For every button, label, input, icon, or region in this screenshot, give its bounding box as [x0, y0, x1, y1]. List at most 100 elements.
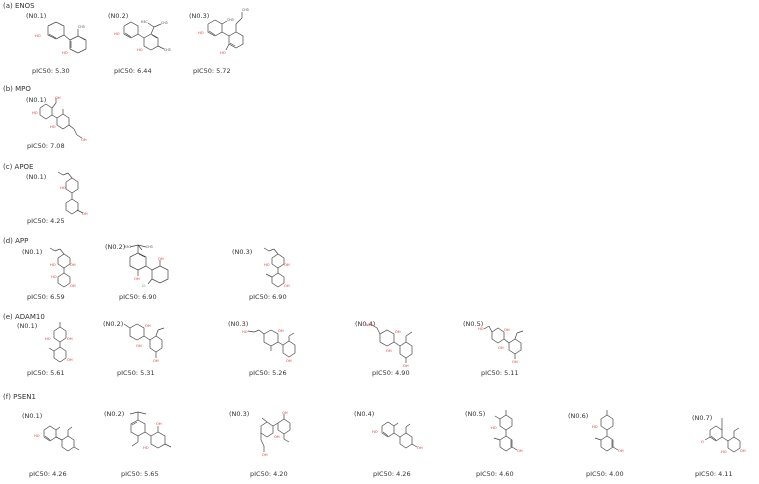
svg-text:OH: OH [282, 411, 288, 415]
pic50-value: pIC50: 7.08 [27, 142, 65, 150]
compound-id: (N0.6) [568, 412, 589, 420]
svg-text:HO: HO [198, 31, 204, 35]
svg-text:OH: OH [740, 449, 746, 453]
svg-text:HO: HO [34, 434, 40, 438]
compound-id: (N0.3) [228, 320, 249, 328]
molecule-structure: HO OH HO OH [49, 247, 76, 288]
section-label-app: (d) APP [3, 237, 29, 245]
svg-text:H3C: H3C [124, 245, 131, 249]
molecule-structure: HO HO CH3 CH3 [198, 8, 249, 55]
pic50-value: pIC50: 4.90 [372, 369, 410, 377]
molecule-structure: HO [34, 425, 80, 452]
pic50-value: pIC50: 6.59 [27, 293, 65, 301]
svg-text:OH: OH [134, 277, 140, 281]
svg-text:HO: HO [50, 263, 56, 267]
molecule-structure: HO OH OH [263, 247, 290, 288]
svg-text:HO: HO [264, 263, 270, 267]
pic50-value: pIC50: 5.30 [32, 67, 70, 75]
pic50-value: pIC50: 4.60 [476, 470, 514, 478]
svg-text:OH: OH [274, 435, 280, 439]
molecule-structure: HO OH OH [45, 322, 73, 363]
section-label-psen1: (f) PSEN1 [3, 393, 36, 401]
svg-text:HO: HO [721, 450, 727, 454]
svg-text:HO: HO [45, 337, 51, 341]
compound-id: (N0.2) [103, 320, 124, 328]
compound-id: (N0.1) [26, 173, 47, 181]
svg-text:HO: HO [242, 330, 248, 334]
svg-text:HO: HO [478, 327, 484, 331]
svg-text:HO: HO [220, 51, 226, 55]
svg-text:OH: OH [395, 330, 401, 334]
compound-id: (N0.1) [17, 322, 38, 330]
svg-text:OH: OH [67, 358, 73, 362]
svg-text:HO: HO [51, 275, 57, 279]
compound-id: (N0.7) [692, 414, 713, 422]
molecule-structure: OH HO [129, 411, 172, 450]
svg-text:OH: OH [70, 284, 76, 288]
pic50-value: pIC50: 4.26 [373, 470, 411, 478]
svg-text:OH: OH [278, 329, 284, 333]
svg-text:OH: OH [70, 263, 76, 267]
svg-text:OH: OH [67, 337, 73, 341]
pic50-value: pIC50: 4.00 [586, 470, 624, 478]
compound-id: (N0.2) [105, 243, 126, 251]
svg-text:OH: OH [156, 422, 162, 426]
svg-text:HO: HO [366, 323, 372, 327]
svg-text:HO: HO [114, 32, 120, 36]
pic50-value: pIC50: 5.26 [249, 369, 287, 377]
molecule-structure: HO OH OH OH [366, 323, 413, 368]
chlorine-label: Cl [142, 284, 146, 288]
section-label-apoe: (c) APOE [3, 163, 34, 171]
pic50-value: pIC50: 6.90 [249, 293, 287, 301]
pic50-value: pIC50: 4.26 [29, 470, 67, 478]
svg-text:HO: HO [60, 186, 66, 190]
svg-text:HO: HO [50, 125, 56, 129]
svg-text:OH: OH [517, 449, 523, 453]
svg-text:OH: OH [153, 359, 159, 363]
molecule-structure: HO OH OH OH [478, 325, 524, 364]
svg-text:HO: HO [592, 425, 598, 429]
svg-text:OH: OH [82, 212, 88, 216]
svg-text:OH: OH [262, 453, 268, 457]
compound-id: (N0.1) [22, 248, 43, 256]
svg-text:HO: HO [143, 446, 149, 450]
pic50-value: pIC50: 4.20 [250, 470, 288, 478]
svg-text:OH: OH [498, 346, 504, 350]
svg-text:CH3: CH3 [242, 8, 249, 12]
molecule-structure: O HO OH [701, 418, 746, 454]
molecule-structure: OH OH Cl H3C CH3 [124, 244, 169, 288]
svg-text:OH: OH [284, 263, 290, 267]
molecule-structure: HO HO OH OH [32, 96, 87, 142]
compound-id: (N0.3) [189, 12, 210, 20]
compound-id: (N0.4) [354, 410, 375, 418]
svg-text:CH3: CH3 [164, 48, 171, 52]
svg-text:CH3: CH3 [146, 245, 153, 249]
molecule-structure: HO OH [592, 410, 624, 453]
molecule-structure: HO HO H3C CH3 CH3 [114, 20, 171, 52]
svg-text:OH: OH [618, 449, 624, 453]
svg-text:O: O [701, 440, 704, 444]
svg-text:OH: OH [286, 359, 292, 363]
molecule-structure: HO OH [372, 421, 423, 450]
molecule-structure: HO OH [491, 410, 523, 453]
svg-text:OH: OH [386, 349, 392, 353]
svg-text:OH: OH [512, 360, 518, 364]
svg-text:OH: OH [158, 257, 164, 261]
section-label-mpo: (b) MPO [3, 85, 31, 93]
compound-id: (N0.3) [229, 410, 250, 418]
svg-text:HO: HO [372, 430, 378, 434]
pic50-value: pIC50: 4.25 [27, 217, 65, 225]
pic50-value: pIC50: 5.72 [193, 67, 231, 75]
pic50-value: pIC50: 4.11 [695, 470, 733, 478]
pic50-value: pIC50: 5.61 [27, 369, 65, 377]
pic50-value: pIC50: 5.31 [117, 369, 155, 377]
molecule-structure: HO OH OH [242, 329, 296, 363]
svg-text:OH: OH [417, 446, 423, 450]
svg-text:OH: OH [284, 284, 290, 288]
compound-id: (N0.3) [232, 248, 253, 256]
molecule-structure: OH OH OH [260, 411, 291, 457]
compound-id: (N0.5) [465, 410, 486, 418]
svg-text:CH3: CH3 [78, 25, 85, 29]
svg-text:CH3: CH3 [227, 18, 234, 22]
pic50-value: pIC50: 6.44 [114, 67, 152, 75]
